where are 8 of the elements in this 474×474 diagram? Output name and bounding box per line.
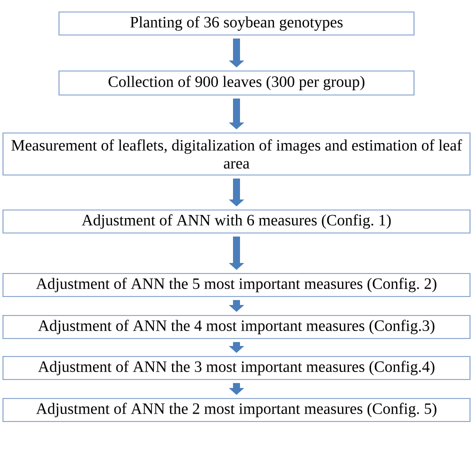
- process-box: Adjustment of ANN the 5 most important measures (Config. 2): [2, 272, 471, 298]
- process-box: Adjustment of ANN the 3 most important measures (Config.4): [2, 356, 471, 380]
- process-box: Collection of 900 leaves (300 per group): [58, 70, 415, 96]
- process-box: Adjustment of ANN the 2 most important measures (Config. 5): [2, 398, 471, 422]
- process-box: Adjustment of ANN the 4 most important measures (Config.3): [2, 314, 471, 340]
- process-box: Measurement of leaflets, digitalization of images and estimation of leaf area: [2, 132, 471, 176]
- process-box: Planting of 36 soybean genotypes: [58, 11, 415, 36]
- process-box: Adjustment of ANN with 6 measures (Config. 1): [2, 209, 471, 234]
